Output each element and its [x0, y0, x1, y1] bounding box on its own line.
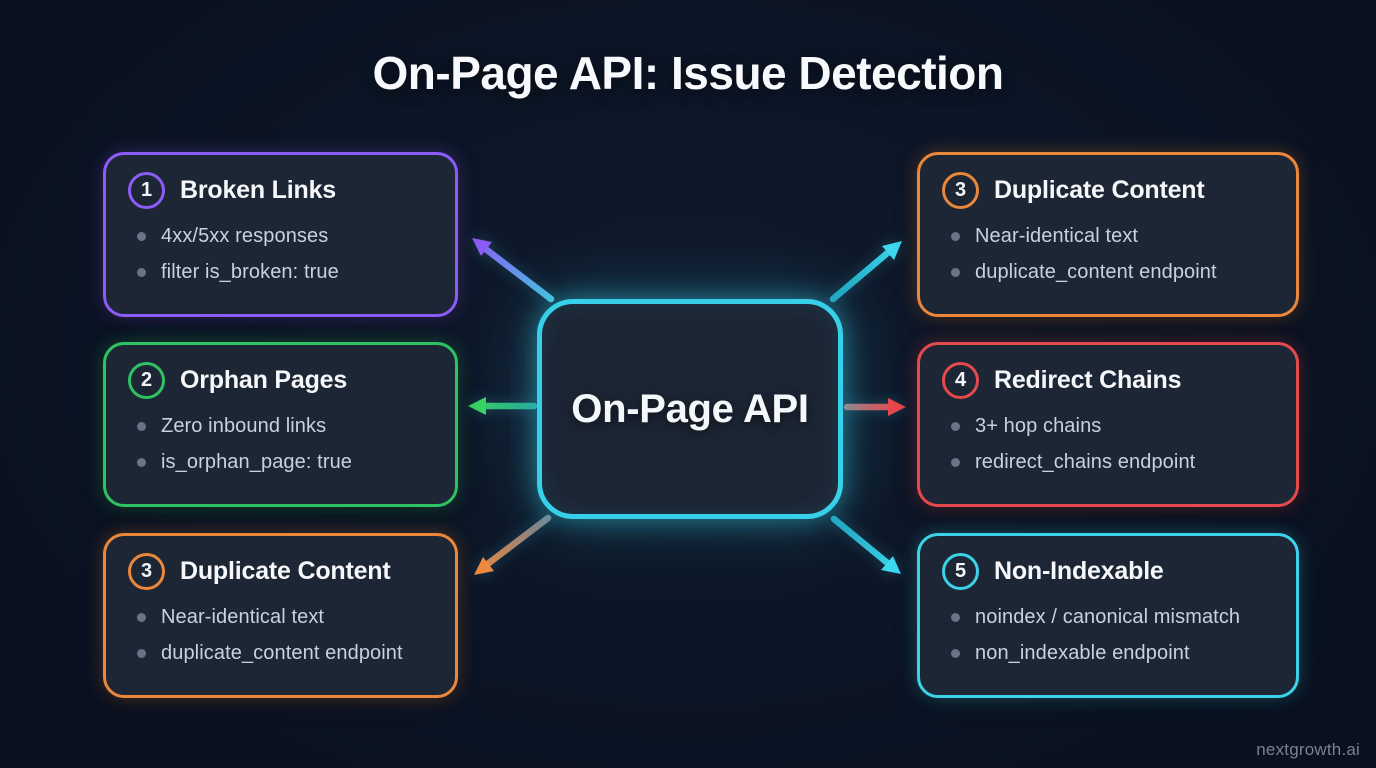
card-header: 3 Duplicate Content [128, 553, 433, 590]
card-bullet-list: Zero inbound links is_orphan_page: true [128, 408, 433, 480]
bullet-text: Zero inbound links [161, 414, 327, 437]
card-bullet: 3+ hop chains [951, 408, 1274, 444]
card-title: Orphan Pages [180, 366, 348, 394]
card-bullet: Near-identical text [137, 599, 433, 635]
arrow-to-duplicate-content-right [829, 241, 902, 303]
arrow-to-duplicate-content-left [474, 514, 552, 575]
card-title: Duplicate Content [994, 176, 1205, 204]
card-bullet: Near-identical text [951, 218, 1274, 254]
bullet-dot [951, 648, 960, 658]
card-bullet-list: noindex / canonical mismatch non_indexab… [942, 599, 1274, 671]
card-broken-links: 1 Broken Links 4xx/5xx responses filter … [103, 152, 458, 317]
bullet-dot [137, 231, 146, 241]
card-number-badge: 3 [128, 553, 165, 590]
page-title: On-Page API: Issue Detection [372, 47, 1005, 99]
card-bullet: duplicate_content endpoint [137, 635, 433, 671]
bullet-text: non_indexable endpoint [975, 641, 1190, 664]
card-bullet-list: Near-identical text duplicate_content en… [942, 218, 1274, 290]
card-redirect-chains: 4 Redirect Chains 3+ hop chains redirect… [917, 342, 1299, 507]
bullet-dot [951, 421, 960, 431]
bullet-text: Near-identical text [161, 605, 325, 628]
bullet-text: 3+ hop chains [975, 414, 1102, 437]
bullet-text: is_orphan_page: true [161, 450, 353, 473]
arrow-to-orphan-pages [468, 397, 538, 415]
center-node-label: On-Page API [571, 386, 809, 431]
card-bullet: Zero inbound links [137, 408, 433, 444]
bullet-dot [951, 267, 960, 277]
bullet-text: Near-identical text [975, 224, 1139, 247]
card-number-badge: 1 [128, 172, 165, 209]
bullet-dot [951, 457, 960, 467]
bullet-dot [137, 612, 146, 622]
card-bullet-list: Near-identical text duplicate_content en… [128, 599, 433, 671]
card-number-badge: 2 [128, 362, 165, 399]
bullet-dot [137, 648, 146, 658]
card-number-badge: 4 [942, 362, 979, 399]
card-header: 4 Redirect Chains [942, 362, 1274, 399]
bullet-dot [137, 457, 146, 467]
card-bullet: duplicate_content endpoint [951, 254, 1274, 290]
bullet-text: 4xx/5xx responses [161, 224, 329, 247]
card-bullet: non_indexable endpoint [951, 635, 1274, 671]
card-number-badge: 3 [942, 172, 979, 209]
card-header: 5 Non-Indexable [942, 553, 1274, 590]
arrow-to-non-indexable [830, 515, 901, 574]
card-bullet: filter is_broken: true [137, 254, 433, 290]
card-bullet-list: 3+ hop chains redirect_chains endpoint [942, 408, 1274, 480]
card-title: Duplicate Content [180, 557, 391, 585]
bullet-dot [951, 612, 960, 622]
bullet-text: noindex / canonical mismatch [975, 605, 1241, 628]
card-title: Non-Indexable [994, 557, 1164, 585]
card-orphan-pages: 2 Orphan Pages Zero inbound links is_orp… [103, 342, 458, 507]
bullet-dot [137, 421, 146, 431]
center-node: On-Page API [537, 299, 843, 519]
bullet-text: duplicate_content endpoint [975, 260, 1217, 283]
card-header: 1 Broken Links [128, 172, 433, 209]
arrow-to-broken-links [472, 238, 555, 303]
card-duplicate-content-left: 3 Duplicate Content Near-identical text … [103, 533, 458, 698]
card-number-badge: 5 [942, 553, 979, 590]
card-title: Broken Links [180, 176, 336, 204]
card-bullet: is_orphan_page: true [137, 444, 433, 480]
card-non-indexable: 5 Non-Indexable noindex / canonical mism… [917, 533, 1299, 698]
card-bullet: noindex / canonical mismatch [951, 599, 1274, 635]
bullet-text: redirect_chains endpoint [975, 450, 1196, 473]
bullet-text: duplicate_content endpoint [161, 641, 403, 664]
arrow-to-redirect-chains [843, 398, 906, 416]
card-header: 3 Duplicate Content [942, 172, 1274, 209]
card-bullet: redirect_chains endpoint [951, 444, 1274, 480]
card-title: Redirect Chains [994, 366, 1182, 394]
bullet-dot [951, 231, 960, 241]
bullet-text: filter is_broken: true [161, 260, 339, 283]
card-header: 2 Orphan Pages [128, 362, 433, 399]
watermark: nextgrowth.ai [1256, 740, 1360, 759]
card-bullet: 4xx/5xx responses [137, 218, 433, 254]
card-duplicate-content-right: 3 Duplicate Content Near-identical text … [917, 152, 1299, 317]
card-bullet-list: 4xx/5xx responses filter is_broken: true [128, 218, 433, 290]
bullet-dot [137, 267, 146, 277]
